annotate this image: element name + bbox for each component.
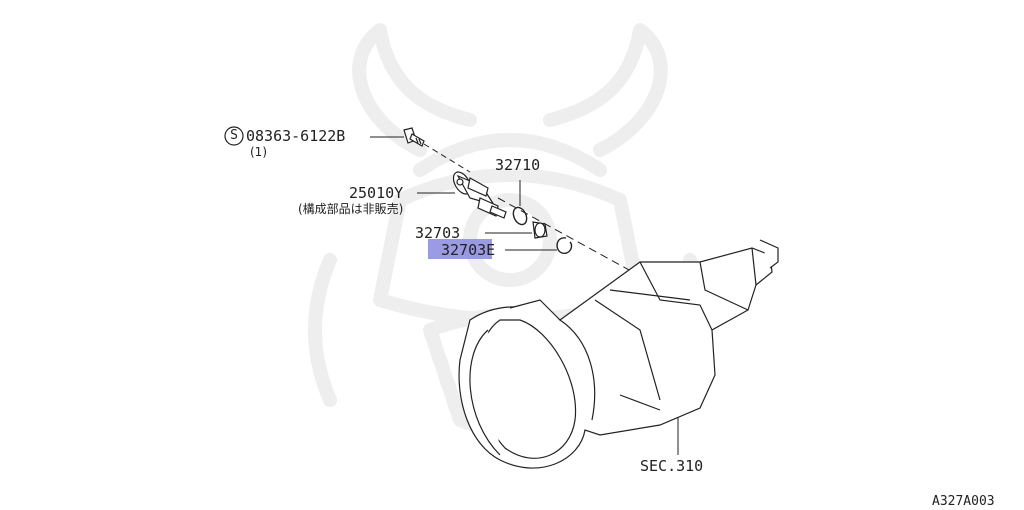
bolt-quantity: (1) xyxy=(250,145,267,159)
sensor-part-number[interactable]: 25010Y xyxy=(349,184,404,202)
sleeve-icon xyxy=(532,221,548,239)
oring-part-number[interactable]: 32710 xyxy=(495,156,541,174)
bolt-part-number[interactable]: 08363-6122B xyxy=(246,127,346,145)
clip-icon xyxy=(556,237,573,254)
standard-part-letter: S xyxy=(230,128,238,143)
transmission-icon xyxy=(458,239,779,469)
sleeve-part-number[interactable]: 32703 xyxy=(415,224,461,242)
sensor-note: (構成部品は非販売) xyxy=(298,202,404,216)
transmission-section-ref[interactable]: SEC.310 xyxy=(640,457,704,475)
bolt-icon xyxy=(403,127,425,147)
diagram-id: A327A003 xyxy=(932,494,995,509)
clip-part-number[interactable]: 32703E xyxy=(441,241,496,259)
highlight-box xyxy=(428,239,492,259)
leader-lines xyxy=(370,136,679,455)
speed-sensor-icon xyxy=(452,171,507,219)
o-ring-icon xyxy=(512,206,528,226)
standard-part-symbol xyxy=(224,126,244,146)
